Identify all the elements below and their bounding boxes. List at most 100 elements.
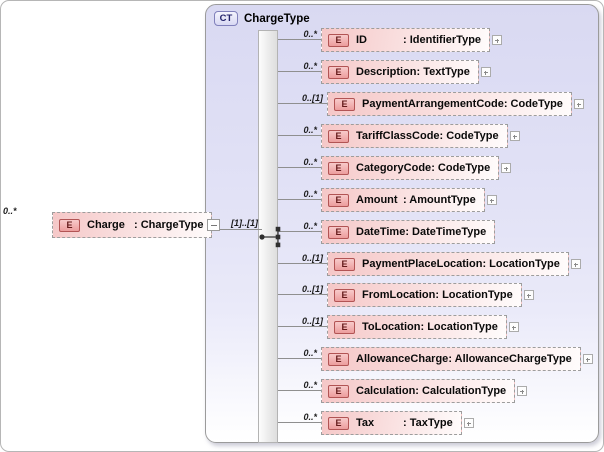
element-type: : TaxType [403,417,453,429]
cardinality-label: 0..* [303,348,317,358]
element-type: : TextType [416,66,470,78]
element-type: : LocationType [420,321,498,333]
element-type: : AmountType [403,194,476,206]
schema-child-row: 0..* E CategoryCode : CodeType [206,156,598,180]
expand-button[interactable] [508,322,519,332]
element-name: Calculation [356,385,416,397]
schema-child-row: 0..[1] E PaymentArrangementCode : CodeTy… [206,92,598,116]
cardinality-label: 0..* [303,189,317,199]
connector-line [278,39,321,40]
element-tag-badge: E [334,257,355,271]
schema-child-row: 0..* E Tax : TaxType [206,411,598,435]
connector-line [278,71,321,72]
element-tag-badge: E [328,384,349,398]
schema-child-row: 0..* E AllowanceCharge : AllowanceCharge… [206,347,598,371]
connector-line [278,135,321,136]
element-box[interactable]: E ID : IdentifierType [321,28,491,52]
connector-line [278,326,327,327]
complex-type-badge: CT [214,11,238,26]
occurrence-label: [1]..[1] [231,218,258,228]
expand-button[interactable] [509,131,520,141]
schema-child-row: 0..* E Amount : AmountType [206,188,598,212]
root-cardinality-label: 0..* [3,206,17,216]
connector-line [278,199,321,200]
element-type: : LocationType [482,258,560,270]
element-type: : CodeType [439,130,499,142]
cardinality-label: 0..* [303,412,317,422]
element-box[interactable]: E CategoryCode : CodeType [321,156,500,180]
cardinality-label: 0..* [303,221,317,231]
schema-child-row: 0..* E Description : TextType [206,60,598,84]
sequence-compositor-icon[interactable] [257,224,283,248]
expand-button[interactable] [486,195,497,205]
element-box[interactable]: E ToLocation : LocationType [327,315,507,339]
element-box[interactable]: E Tax : TaxType [321,411,462,435]
connector-line [278,294,327,295]
element-box[interactable]: E FromLocation : LocationType [327,283,522,307]
schema-child-row: 0..[1] E PaymentPlaceLocation : Location… [206,252,598,276]
element-tag-badge: E [328,33,349,47]
element-type: : CodeType [503,98,563,110]
expand-button[interactable] [582,354,593,364]
connector-line [278,263,327,264]
root-element: E Charge : ChargeType [52,212,221,238]
expand-button[interactable] [492,35,503,45]
element-name: Amount [356,194,398,206]
element-name: Description [356,66,417,78]
element-box[interactable]: E Amount : AmountType [321,188,485,212]
element-name: PaymentPlaceLocation [362,258,483,270]
element-box[interactable]: E Description : TextType [321,60,479,84]
cardinality-label: 0..* [303,29,317,39]
element-box[interactable]: E Calculation : CalculationType [321,379,516,403]
connector-line [278,390,321,391]
expand-button[interactable] [573,99,584,109]
element-box[interactable]: E PaymentPlaceLocation : LocationType [327,252,569,276]
connector-line [278,103,327,104]
expand-button[interactable] [517,386,528,396]
element-tag-badge: E [328,129,349,143]
complex-type-container: CT ChargeType 0..* E ID : IdentifierType… [205,4,599,443]
schema-child-row: 0..* E DateTime : DateTimeType [206,220,598,244]
expand-button[interactable] [523,290,534,300]
element-box[interactable]: E PaymentArrangementCode : CodeType [327,92,572,116]
schema-child-row: 0..* E ID : IdentifierType [206,28,598,52]
element-tag-badge: E [328,65,349,79]
element-tag-badge: E [328,352,349,366]
element-tag-badge: E [328,193,349,207]
element-tag-badge: E [334,320,355,334]
collapse-button[interactable] [207,219,221,231]
cardinality-label: 0..[1] [301,316,323,326]
expand-button[interactable] [480,67,491,77]
element-type: : LocationType [435,289,513,301]
root-element-box[interactable]: E Charge : ChargeType [52,212,213,238]
cardinality-label: 0..* [303,157,317,167]
expand-button[interactable] [570,259,581,269]
cardinality-label: 0..* [303,61,317,71]
element-type: : CalculationType [415,385,507,397]
element-name: DateTime [356,226,406,238]
element-box[interactable]: E AllowanceCharge : AllowanceChargeType [321,347,581,371]
cardinality-label: 0..* [303,380,317,390]
element-tag-badge: E [328,161,349,175]
element-name: Tax [356,417,375,429]
element-name: PaymentArrangementCode [362,98,504,110]
schema-child-row: 0..* E TariffClassCode : CodeType [206,124,598,148]
connector-line [278,167,321,168]
element-type: : CodeType [431,162,491,174]
element-name: ToLocation [362,321,421,333]
element-name: TariffClassCode [356,130,440,142]
element-type: : AllowanceChargeType [448,353,572,365]
expand-button[interactable] [501,163,512,173]
cardinality-label: 0..* [303,125,317,135]
element-box[interactable]: E TariffClassCode : CodeType [321,124,508,148]
expand-button[interactable] [463,418,474,428]
schema-child-row: 0..* E Calculation : CalculationType [206,379,598,403]
root-element-name: Charge [87,219,125,231]
element-tag-badge: E [334,97,355,111]
element-box[interactable]: E DateTime : DateTimeType [321,220,496,244]
element-name: ID [356,34,367,46]
element-tag-badge: E [328,225,349,239]
element-name: CategoryCode [356,162,432,174]
cardinality-label: 0..[1] [301,253,323,263]
